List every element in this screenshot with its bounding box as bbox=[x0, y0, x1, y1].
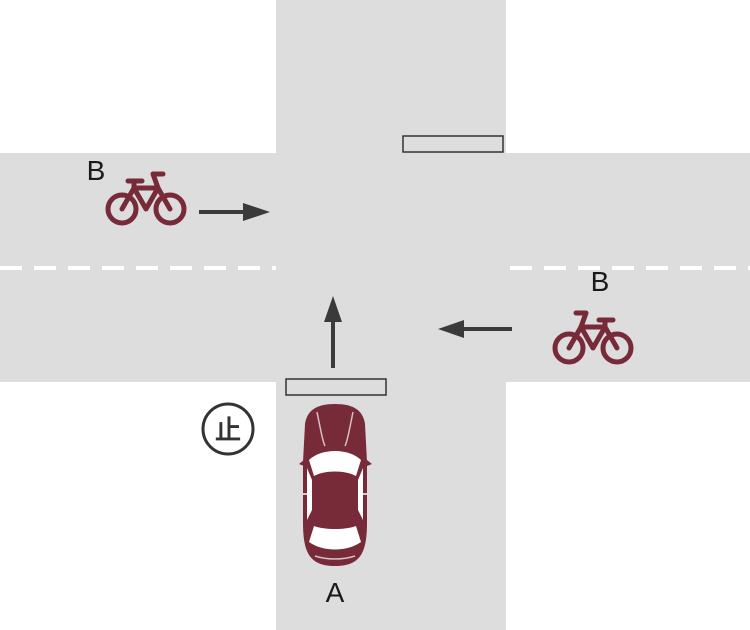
stop-sign-text: 止 bbox=[215, 416, 241, 446]
arrow-up bbox=[324, 296, 342, 368]
stop-line-bottom bbox=[285, 378, 387, 396]
stop-sign-icon: 止 bbox=[201, 402, 255, 456]
arrow-right bbox=[199, 203, 270, 221]
bicycle-icon bbox=[552, 310, 634, 365]
bicycle-right-label: B bbox=[591, 266, 610, 297]
stop-line-top bbox=[402, 135, 504, 153]
bicycle-icon bbox=[105, 171, 187, 226]
car-icon bbox=[299, 404, 372, 566]
bicycle-left-label: B bbox=[87, 155, 106, 186]
car-label: A bbox=[326, 577, 345, 608]
arrow-left bbox=[438, 320, 512, 338]
